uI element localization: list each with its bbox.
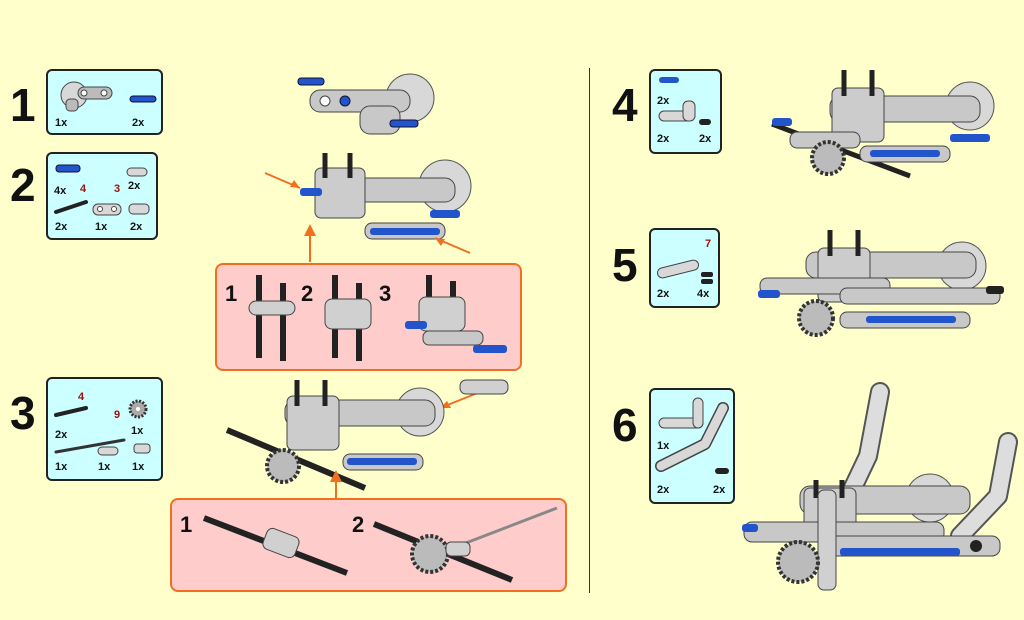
qty-label: 4x [54, 185, 67, 197]
length-label: 7 [705, 238, 712, 250]
step-number-2: 2 [10, 159, 36, 211]
qty-label: 1x [95, 221, 108, 233]
model-step-4 [771, 70, 995, 179]
step-number-5: 5 [612, 239, 638, 291]
sub-assembly-2 [324, 275, 372, 361]
qty-label: 1x [657, 440, 670, 452]
step-number-6: 6 [612, 399, 638, 451]
black-pin-icon [715, 468, 729, 474]
bent-liftarm-icon [655, 402, 729, 472]
bush-icon [133, 443, 151, 454]
blue-pin-icon [55, 164, 81, 173]
qty-label: 2x [128, 180, 141, 192]
qty-label: 2x [657, 95, 670, 107]
step-number-3: 3 [10, 387, 36, 439]
model-step-1 [297, 73, 435, 135]
callout-step-3: 1 2 [170, 498, 567, 592]
gray-beam-icon [92, 203, 122, 216]
qty-label: 2x [130, 221, 143, 233]
sub-assembly-1 [202, 515, 349, 576]
length-label: 4 [80, 183, 87, 195]
black-pin-icon [699, 119, 711, 125]
black-axle-icon [54, 200, 88, 214]
gear-icon [128, 399, 148, 419]
blue-pin-icon [659, 77, 679, 83]
sub-step-number: 3 [379, 281, 392, 306]
qty-label: 1x [55, 117, 68, 129]
parts-list-step-5: 7 2x 4x [649, 228, 720, 308]
small-beam-icon [126, 167, 148, 177]
blue-pin-icon [129, 95, 157, 103]
model-step-3 [225, 379, 509, 491]
parts-list-step-3: 4 2x 9 1x 1x 1x 1x [46, 377, 163, 481]
connector-icon [128, 203, 150, 215]
qty-label: 1x [55, 461, 68, 473]
step-number-4: 4 [612, 79, 638, 131]
black-axle-icon [54, 406, 88, 417]
qty-label: 2x [657, 133, 670, 145]
length-label: 4 [78, 391, 85, 403]
sub-assembly-3 [405, 275, 507, 353]
qty-label: 2x [55, 221, 68, 233]
sub-step-number: 2 [352, 512, 365, 537]
qty-label: 2x [55, 429, 68, 441]
length-label: 9 [114, 409, 121, 421]
sub-assembly-1 [248, 275, 296, 361]
arrow-up-icon [304, 224, 316, 262]
axle-joiner-icon [97, 446, 119, 456]
bent-beam-icon [658, 100, 696, 122]
parts-list-step-4: 2x 2x 2x [649, 69, 722, 154]
qty-label: 1x [132, 461, 145, 473]
sub-step-number: 1 [225, 281, 238, 306]
column-divider [589, 68, 590, 593]
qty-label: 2x [132, 117, 145, 129]
arrow-up-icon [330, 470, 342, 498]
beam-7-icon [656, 259, 700, 279]
sub-step-number: 1 [180, 512, 193, 537]
model-step-2 [264, 153, 472, 254]
qty-label: 2x [657, 484, 670, 496]
length-label: 3 [114, 183, 121, 195]
qty-label: 1x [131, 425, 144, 437]
qty-label: 2x [657, 288, 670, 300]
qty-label: 1x [98, 461, 111, 473]
qty-label: 2x [713, 484, 726, 496]
parts-list-step-6: 1x 2x 2x [649, 388, 735, 504]
sub-assembly-2 [372, 506, 558, 583]
long-axle-icon [54, 438, 126, 454]
step-number-1: 1 [10, 79, 36, 131]
sub-step-number: 2 [301, 281, 314, 306]
l-beam-icon [658, 397, 704, 429]
model-step-5 [758, 230, 1004, 337]
model-step-6 [742, 382, 1018, 591]
angle-connector-icon [60, 81, 113, 112]
parts-list-step-2: 4x 4 2x 3 2x 1x 2x [46, 152, 158, 240]
qty-label: 4x [697, 288, 710, 300]
black-pin-icon [701, 272, 713, 284]
callout-step-2: 1 2 3 [215, 263, 522, 371]
qty-label: 2x [699, 133, 712, 145]
parts-list-step-1: 1x 2x [46, 69, 163, 135]
